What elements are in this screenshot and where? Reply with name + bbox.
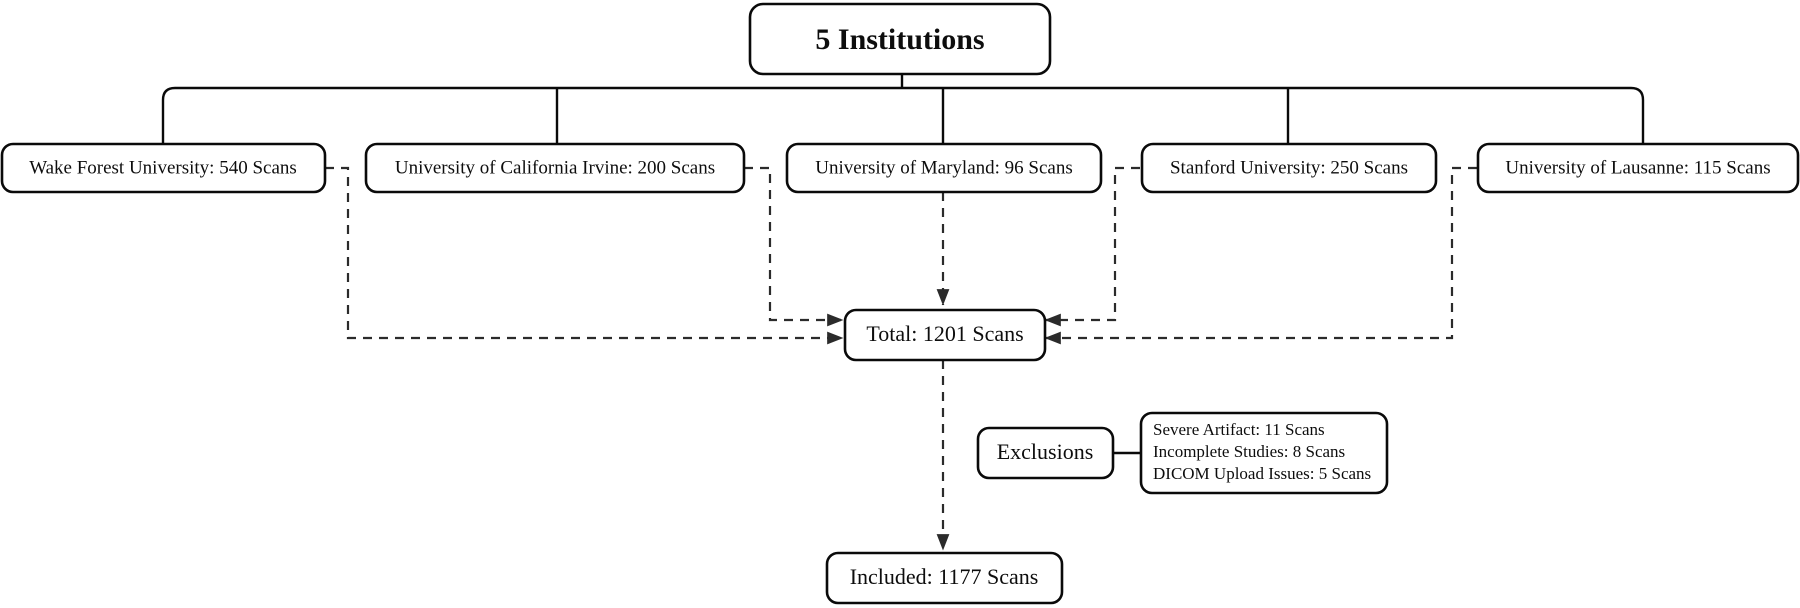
node-institution-maryland-label: University of Maryland: 96 Scans	[815, 157, 1073, 178]
connector-stanford-to-total	[1044, 166, 1140, 327]
node-institution-maryland-box	[785, 142, 1103, 194]
node-institutions-title-label: 5 Institutions	[815, 23, 984, 56]
node-institution-uc-irvine-label: University of California Irvine: 200 Sca…	[395, 157, 715, 178]
node-exclusions-list[interactable]: Severe Artifact: 11 Scans Incomplete Stu…	[1139, 411, 1389, 495]
exclusion-line-severe-artifact: Severe Artifact: 11 Scans	[1153, 420, 1325, 439]
node-institution-lausanne-label: University of Lausanne: 115 Scans	[1505, 157, 1770, 178]
node-included-label: Included: 1177 Scans	[850, 564, 1039, 589]
node-institution-wake-forest[interactable]: Wake Forest University: 540 Scans	[0, 142, 327, 194]
node-institutions-title[interactable]: 5 Institutions	[748, 2, 1052, 76]
node-included-box	[825, 551, 1064, 605]
node-institutions-title-box	[748, 2, 1052, 76]
node-total[interactable]: Total: 1201 Scans	[843, 308, 1047, 362]
node-institution-maryland[interactable]: University of Maryland: 96 Scans	[785, 142, 1103, 194]
node-total-label: Total: 1201 Scans	[866, 321, 1023, 346]
node-institution-stanford-label: Stanford University: 250 Scans	[1170, 157, 1408, 178]
node-institution-lausanne-box	[1476, 142, 1800, 194]
node-institution-lausanne[interactable]: University of Lausanne: 115 Scans	[1476, 142, 1800, 194]
node-institution-wake-forest-label: Wake Forest University: 540 Scans	[29, 157, 297, 178]
node-exclusions[interactable]: Exclusions	[976, 426, 1115, 480]
node-included[interactable]: Included: 1177 Scans	[825, 551, 1064, 605]
node-institution-stanford-box	[1140, 142, 1438, 194]
connector-wakeforest-to-total	[325, 166, 844, 345]
connector-ucirvine-to-total	[744, 166, 844, 327]
node-institution-uc-irvine[interactable]: University of California Irvine: 200 Sca…	[364, 142, 746, 194]
node-exclusions-box	[976, 426, 1115, 480]
node-exclusions-label: Exclusions	[997, 439, 1094, 464]
connector-title-to-bus	[161, 74, 1645, 147]
node-institution-wake-forest-box	[0, 142, 327, 194]
node-institution-uc-irvine-box	[364, 142, 746, 194]
exclusion-line-dicom-upload-issues: DICOM Upload Issues: 5 Scans	[1153, 464, 1371, 483]
node-institution-stanford[interactable]: Stanford University: 250 Scans	[1140, 142, 1438, 194]
node-exclusions-list-box	[1139, 411, 1389, 495]
connector-lausanne-to-total	[1044, 166, 1477, 345]
node-total-box	[843, 308, 1047, 362]
exclusion-line-incomplete-studies: Incomplete Studies: 8 Scans	[1153, 442, 1345, 461]
